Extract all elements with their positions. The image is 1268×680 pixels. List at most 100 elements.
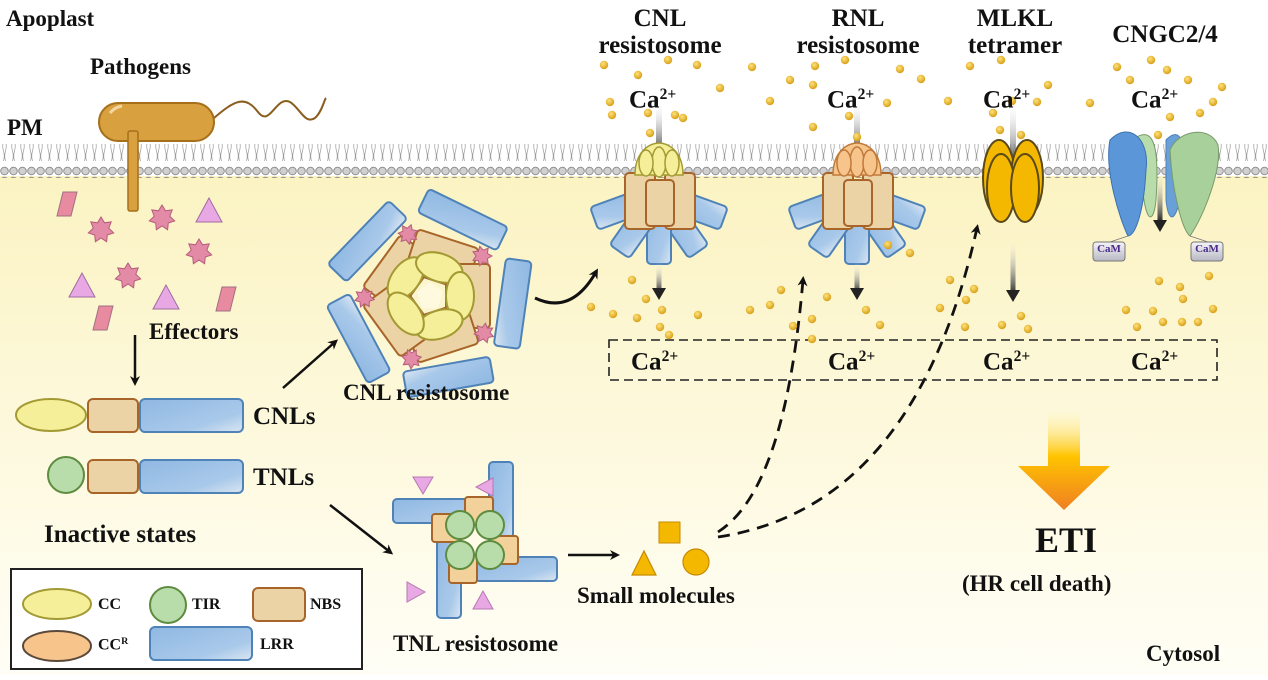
calcium-ion-dot	[1195, 108, 1205, 118]
channel-title-rnl: RNL resistosome	[773, 6, 943, 58]
tnls-label: TNLs	[253, 464, 315, 491]
channel-title-line1: CNGC2/4	[1112, 21, 1218, 48]
lrr-domain	[402, 356, 495, 398]
channel-title-line2: tetramer	[967, 32, 1063, 59]
bound-effector-icon	[397, 223, 419, 246]
channel-title-line1: RNL	[831, 5, 885, 32]
calcium-ion-dot	[895, 64, 905, 74]
effector-star-icon	[87, 216, 115, 243]
cc-helix	[651, 146, 667, 178]
legend-lrr-swatch	[149, 626, 253, 661]
cngc-subunit	[1108, 131, 1148, 237]
cc-helix	[638, 149, 654, 177]
bound-effector-icon	[400, 348, 423, 370]
legend-label-lrr: LRR	[260, 636, 294, 653]
cnls-label: CNLs	[253, 403, 316, 430]
cnl-resistosome-label: CNL resistosome	[343, 380, 510, 405]
pore-center	[417, 282, 443, 308]
mlkl-tetramer-channel-icon	[982, 100, 1044, 302]
calcium-ion-dot	[633, 70, 643, 80]
pore-flux-line	[1010, 100, 1016, 170]
cam-badge	[1092, 241, 1126, 262]
cam-tether	[1109, 235, 1129, 243]
legend-ccr-swatch	[22, 630, 92, 662]
cam-label: CaM	[1097, 243, 1121, 255]
channel-title-mlkl: MLKL tetramer	[945, 6, 1085, 58]
calcium-ion-dot	[607, 110, 617, 120]
calcium-ion-dot	[852, 132, 862, 142]
calcium-ion-dot	[1162, 65, 1172, 75]
calcium-ion-dot	[916, 74, 926, 84]
calcium-ion-dot	[1217, 82, 1227, 92]
calcium-ion-dot	[844, 111, 854, 121]
pathogen-bacterium-icon	[98, 97, 327, 212]
calcium-ion-dot	[1043, 80, 1053, 90]
calcium-ion-dot	[807, 314, 817, 324]
apoplast-calcium-label: Ca2+	[1131, 86, 1179, 114]
tnl-resistosome-label: TNL resistosome	[393, 631, 559, 656]
calcium-ion-dot	[808, 122, 818, 132]
calcium-ion-dot	[657, 305, 667, 315]
calcium-ion-dot	[1032, 97, 1042, 107]
lrr-domain	[417, 189, 508, 251]
apoplast-label: Apoplast	[6, 6, 95, 31]
cytosol-calcium-label: Ca2+	[828, 348, 876, 376]
calcium-ion-dot	[608, 309, 618, 319]
influx-arrow-icon	[1006, 290, 1020, 302]
calcium-ion-dot	[645, 128, 655, 138]
calcium-ion-dots	[586, 55, 1227, 344]
apoplast-calcium-label: Ca2+	[827, 86, 875, 114]
calcium-ion-dot	[1085, 98, 1095, 108]
calcium-ion-dot	[1178, 294, 1188, 304]
calcium-ion-dot	[745, 305, 755, 315]
calcium-ion-dot	[1146, 55, 1156, 65]
calcium-ion-dot	[807, 334, 817, 344]
calcium-ion-dot	[1016, 130, 1026, 140]
calcium-ion-dot	[678, 113, 688, 123]
calcium-ion-dot	[1125, 75, 1135, 85]
effector-star-icon	[185, 238, 213, 265]
calcium-ion-dot	[905, 248, 915, 258]
small-molecules-to-mlkl-dashed-arrow	[717, 224, 981, 539]
pm-label: PM	[7, 115, 43, 140]
cam-badge	[1190, 241, 1224, 262]
pathogens-label: Pathogens	[90, 54, 191, 79]
cc-helix	[862, 149, 878, 177]
pore-flux-line	[854, 100, 860, 155]
lrr-domain	[326, 293, 391, 384]
calcium-ion-dot	[1023, 324, 1033, 334]
pore-flux-line	[656, 100, 662, 155]
calcium-ion-dot	[996, 55, 1006, 65]
influx-arrow-icon	[1153, 220, 1167, 232]
cngc-subunit	[1169, 131, 1220, 237]
cam-label: CaM	[1195, 243, 1219, 255]
effector-triangle-icon	[68, 271, 96, 298]
efflux-line	[1010, 238, 1016, 293]
calcium-ion-dot	[1193, 317, 1203, 327]
lrr-domain	[493, 257, 533, 350]
legend-label-ccr: CCR	[98, 636, 129, 654]
calcium-ion-dot	[632, 313, 642, 323]
legend-label-cc: CC	[98, 596, 122, 613]
rnl-resistosome-channel-icon	[788, 100, 926, 300]
calcium-ion-dot	[840, 55, 850, 65]
mlkl-subunit	[1010, 153, 1040, 223]
effector-parallelogram-icon	[215, 286, 237, 312]
calcium-ion-dot	[883, 240, 893, 250]
tnl-activation-arrow	[329, 504, 394, 555]
influx-arrow-icon	[850, 288, 864, 300]
calcium-ion-dot	[1183, 75, 1193, 85]
calcium-ion-dot	[692, 60, 702, 70]
cam-tether	[1189, 235, 1209, 243]
cc-domain	[386, 291, 425, 370]
apoplast-calcium-label: Ca2+	[983, 86, 1031, 114]
cytosol-label: Cytosol	[1146, 641, 1221, 666]
cnl-resistosome-topview-icon	[326, 189, 533, 398]
calcium-ion-dot	[1121, 305, 1131, 315]
calcium-ion-dot	[961, 295, 971, 305]
calcium-ion-dot	[882, 98, 892, 108]
channel-title-cngc: CNGC2/4	[1085, 22, 1245, 47]
channel-title-line2: resistosome	[796, 32, 920, 59]
calcium-ion-dot	[627, 275, 637, 285]
